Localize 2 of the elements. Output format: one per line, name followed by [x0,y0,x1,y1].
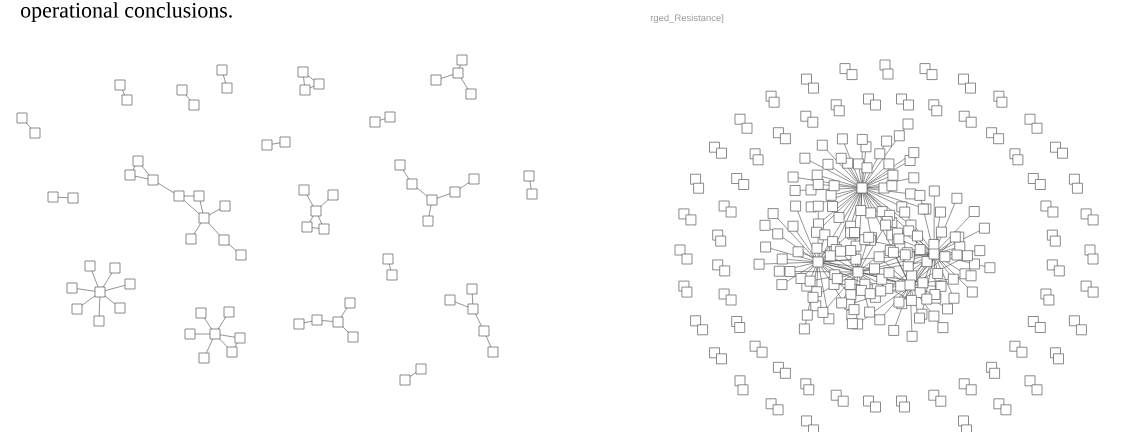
caption-text: operational conclusions. [21,2,232,23]
graph-title: rged_Resistance] [650,14,724,24]
